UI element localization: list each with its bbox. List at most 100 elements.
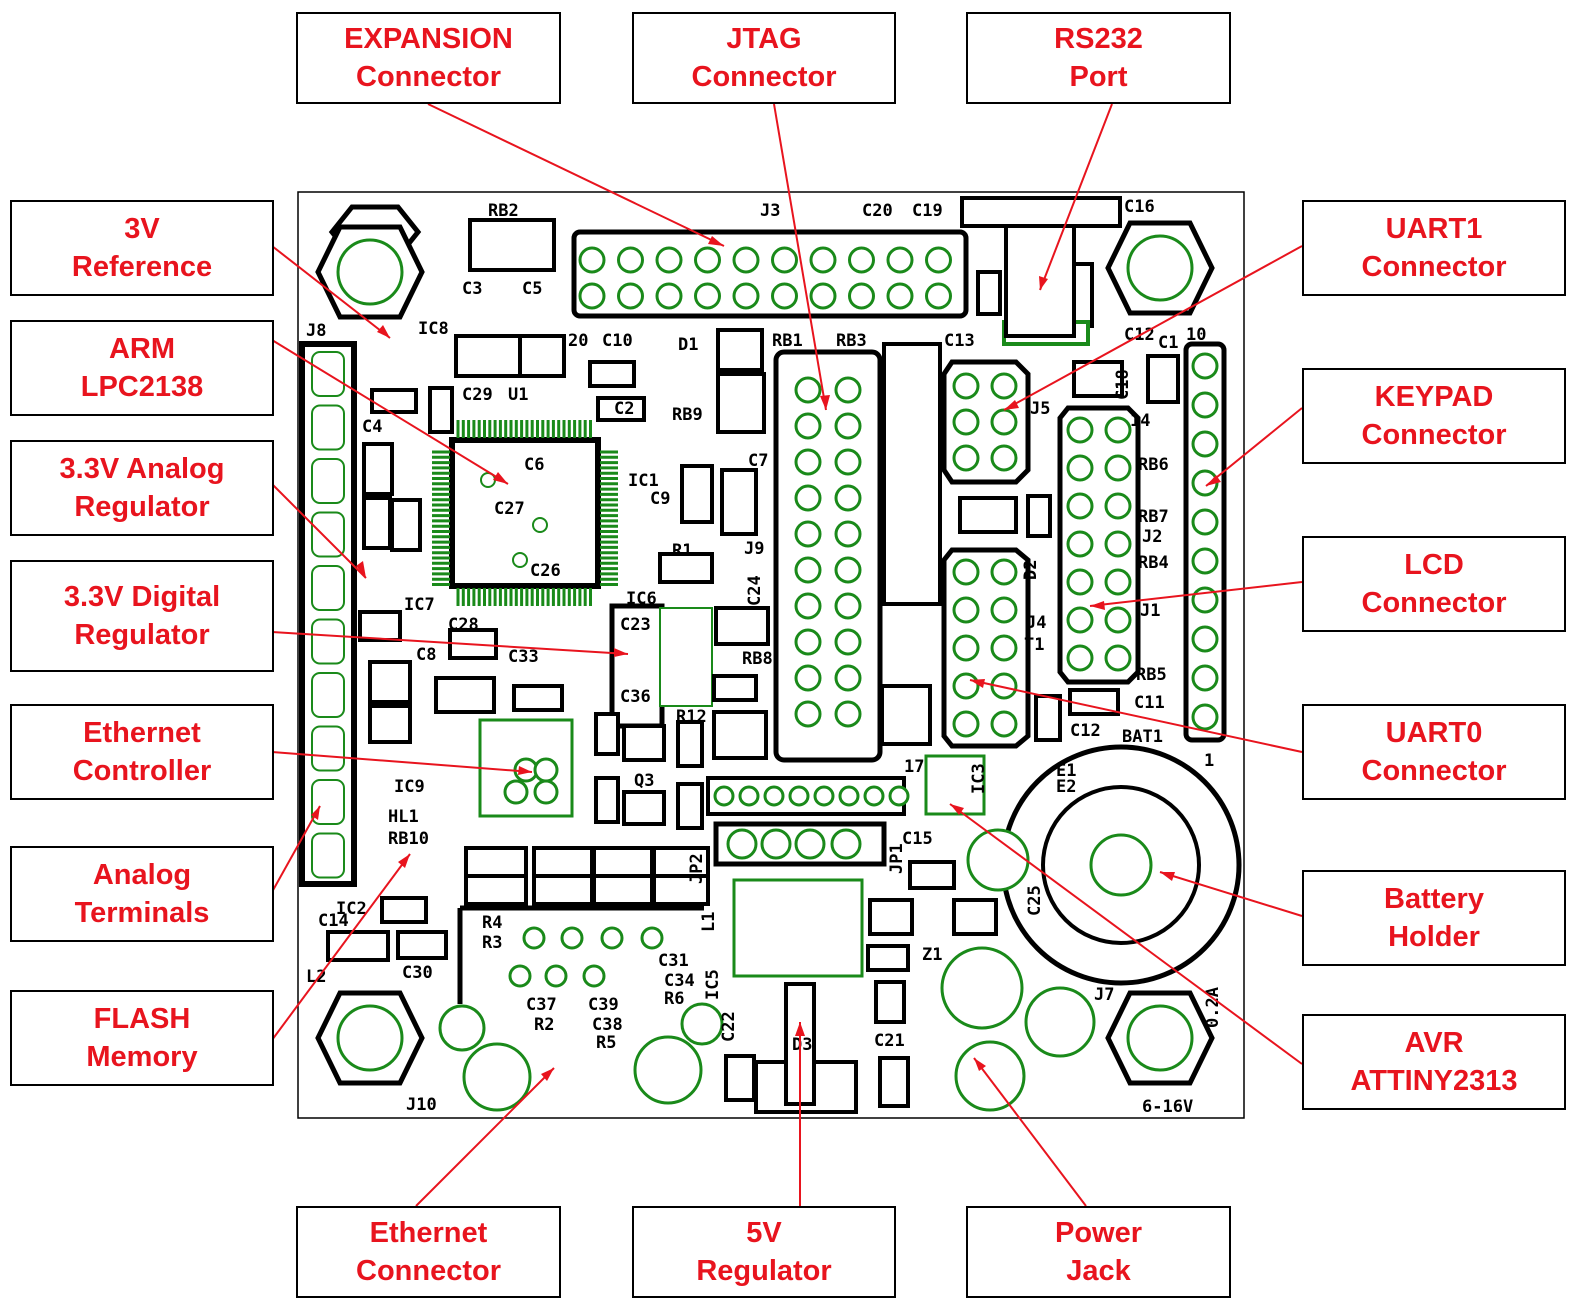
callout-3v-reference: 3V Reference [10,200,274,296]
callout-jtag-connector: JTAG Connector [632,12,896,104]
callout-line: Jack [1066,1255,1131,1287]
silkscreen-label: R4 [482,913,502,933]
callout-5v-regulator: 5V Regulator [632,1206,896,1298]
keypad-header [1183,341,1227,743]
silkscreen-label: J10 [406,1095,437,1115]
silkscreen-label: C28 [448,615,479,635]
callout-line: Ethernet [83,717,201,749]
silkscreen-label: R6 [664,989,684,1009]
silkscreen-label: IC7 [404,595,435,615]
callout-avr-attiny2313: AVR ATTINY2313 [1302,1014,1566,1110]
callout-line: Connector [1361,251,1507,283]
silkscreen-label: R12 [676,707,707,727]
uart1-header [941,359,1031,485]
silkscreen-label: E1 [1056,761,1076,781]
silkscreen-label: C36 [620,687,651,707]
silkscreen-label: C6 [524,455,544,475]
silkscreen-label: RB1 [772,331,803,351]
silkscreen-label: IC1 [628,471,659,491]
silkscreen-label: C12 [1070,721,1101,741]
lcd-header [1057,405,1141,685]
silkscreen-label: Z1 [922,945,942,965]
silkscreen-label: C8 [416,645,436,665]
ethernet-controller-chip [478,718,574,818]
callout-uart1-connector: UART1 Connector [1302,200,1566,296]
callout-line: Connector [691,61,837,93]
silkscreen-label: C15 [902,829,933,849]
silkscreen-label: J3 [760,201,780,221]
silkscreen-label: J5 [1030,399,1050,419]
silkscreen-label: RB8 [742,649,773,669]
silkscreen-label: E2 [1056,777,1076,797]
silkscreen-label: C22 [719,1011,739,1042]
silkscreen-label: C21 [874,1031,905,1051]
callout-line: JTAG [726,23,802,55]
callout-line: RS232 [1054,23,1143,55]
callout-line: KEYPAD [1374,381,1494,413]
silkscreen-label: RB6 [1138,455,1169,475]
silkscreen-label: C2 [614,399,634,419]
silkscreen-label: C3 [462,279,482,299]
callout-line: Battery [1384,883,1484,915]
callout-flash-memory: FLASH Memory [10,990,274,1086]
silkscreen-label: IC9 [394,777,425,797]
silkscreen-label: RB10 [388,829,429,849]
callout-line: Ethernet [369,1217,488,1249]
silkscreen-label: C16 [1124,197,1155,217]
silkscreen-label: C33 [508,647,539,667]
callout-line: 3.3V Analog [59,453,225,485]
callout-line: Connector [356,61,501,93]
callout-line: Memory [86,1041,198,1073]
arm-lpc2138-chip [432,420,618,606]
silkscreen-label: C7 [748,451,768,471]
silkscreen-label: J2 [1142,527,1162,547]
callout-line: 5V [746,1217,782,1249]
silkscreen-label: C24 [745,575,765,606]
callout-line: Holder [1388,921,1480,953]
silkscreen-label: T1 [1024,635,1044,655]
j8-terminal-block [299,341,357,887]
callout-line: EXPANSION [344,23,513,55]
silkscreen-label: J4 [1026,613,1046,633]
callout-ethernet-controller: Ethernet Controller [10,704,274,800]
silkscreen-label: L2 [306,967,326,987]
callout-rs232-port: RS232 Port [966,12,1231,104]
callout-arm-lpc2138: ARM LPC2138 [10,320,274,416]
callout-line: ARM [108,333,176,365]
callout-line: Regulator [696,1255,832,1287]
silkscreen-label: RB4 [1138,553,1169,573]
callout-line: Connector [356,1255,501,1287]
silkscreen-label: C37 [526,995,557,1015]
callout-power-jack: Power Jack [966,1206,1231,1298]
silkscreen-label: C38 [592,1015,623,1035]
silkscreen-label: IC6 [626,589,657,609]
callout-line: Power [1054,1217,1143,1249]
silkscreen-label: L1 [699,912,719,932]
silkscreen-label: R3 [482,933,502,953]
silkscreen-label: C34 [664,971,695,991]
jtag-header [773,349,883,763]
silkscreen-label: C20 [862,201,893,221]
silkscreen-label: C31 [658,951,689,971]
silkscreen-label: 1 [1204,751,1214,771]
callout-keypad-connector: KEYPAD Connector [1302,368,1566,464]
callout-line: LCD [1404,549,1464,581]
silkscreen-label: D2 [1021,560,1041,580]
silkscreen-label: RB2 [488,201,519,221]
uart0-header [941,547,1031,749]
silkscreen-label: 10 [1186,325,1206,345]
silkscreen-label: IC8 [418,319,449,339]
silkscreen-label: C30 [402,963,433,983]
callout-line: Regulator [74,619,210,651]
jp-headers [706,776,910,867]
silkscreen-label: J1 [1140,601,1160,621]
callout-line: Connector [1361,587,1507,619]
silkscreen-label: C39 [588,995,619,1015]
silkscreen-label: C12 [1124,325,1155,345]
silkscreen-label: RB9 [672,405,703,425]
silkscreen-label: R2 [534,1015,554,1035]
silkscreen-label: C1 [1158,333,1178,353]
silkscreen-label: C26 [530,561,561,581]
silkscreen-label: HL1 [388,807,419,827]
silkscreen-label: 14 [1130,411,1150,431]
